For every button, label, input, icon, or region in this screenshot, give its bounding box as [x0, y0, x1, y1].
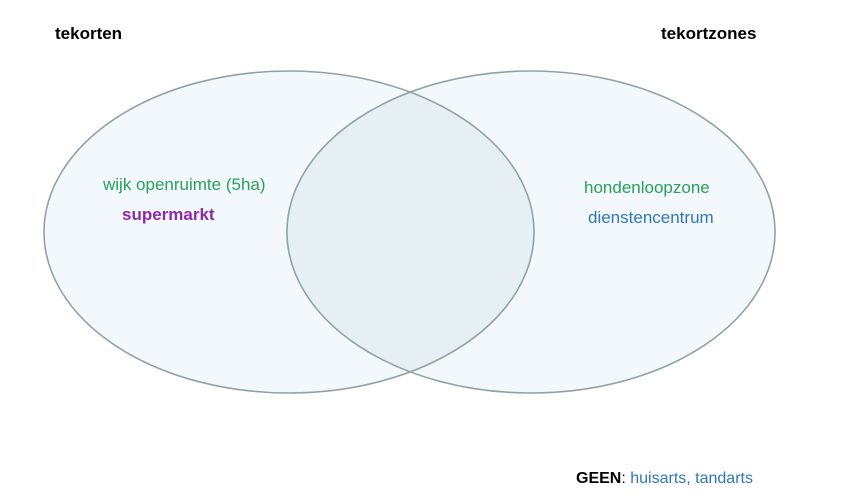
item-hondenloopzone: hondenloopzone	[584, 178, 710, 197]
geen-note: GEEN: huisarts, tandarts	[576, 470, 753, 488]
set-outline-tekorten	[43, 70, 535, 394]
item-dienstencentrum: dienstencentrum	[588, 208, 714, 227]
item-wijk-openruimte: wijk openruimte (5ha)	[103, 175, 266, 194]
item-supermarkt: supermarkt	[122, 205, 215, 224]
geen-note-key: GEEN	[576, 470, 622, 487]
set-title-tekortzones: tekortzones	[661, 24, 757, 43]
set-outline-tekortzones	[286, 70, 776, 394]
set-title-tekorten: tekorten	[55, 24, 123, 43]
geen-note-separator: :	[621, 470, 626, 487]
intersection-region	[287, 71, 534, 393]
geen-note-value: huisarts, tandarts	[630, 470, 753, 487]
